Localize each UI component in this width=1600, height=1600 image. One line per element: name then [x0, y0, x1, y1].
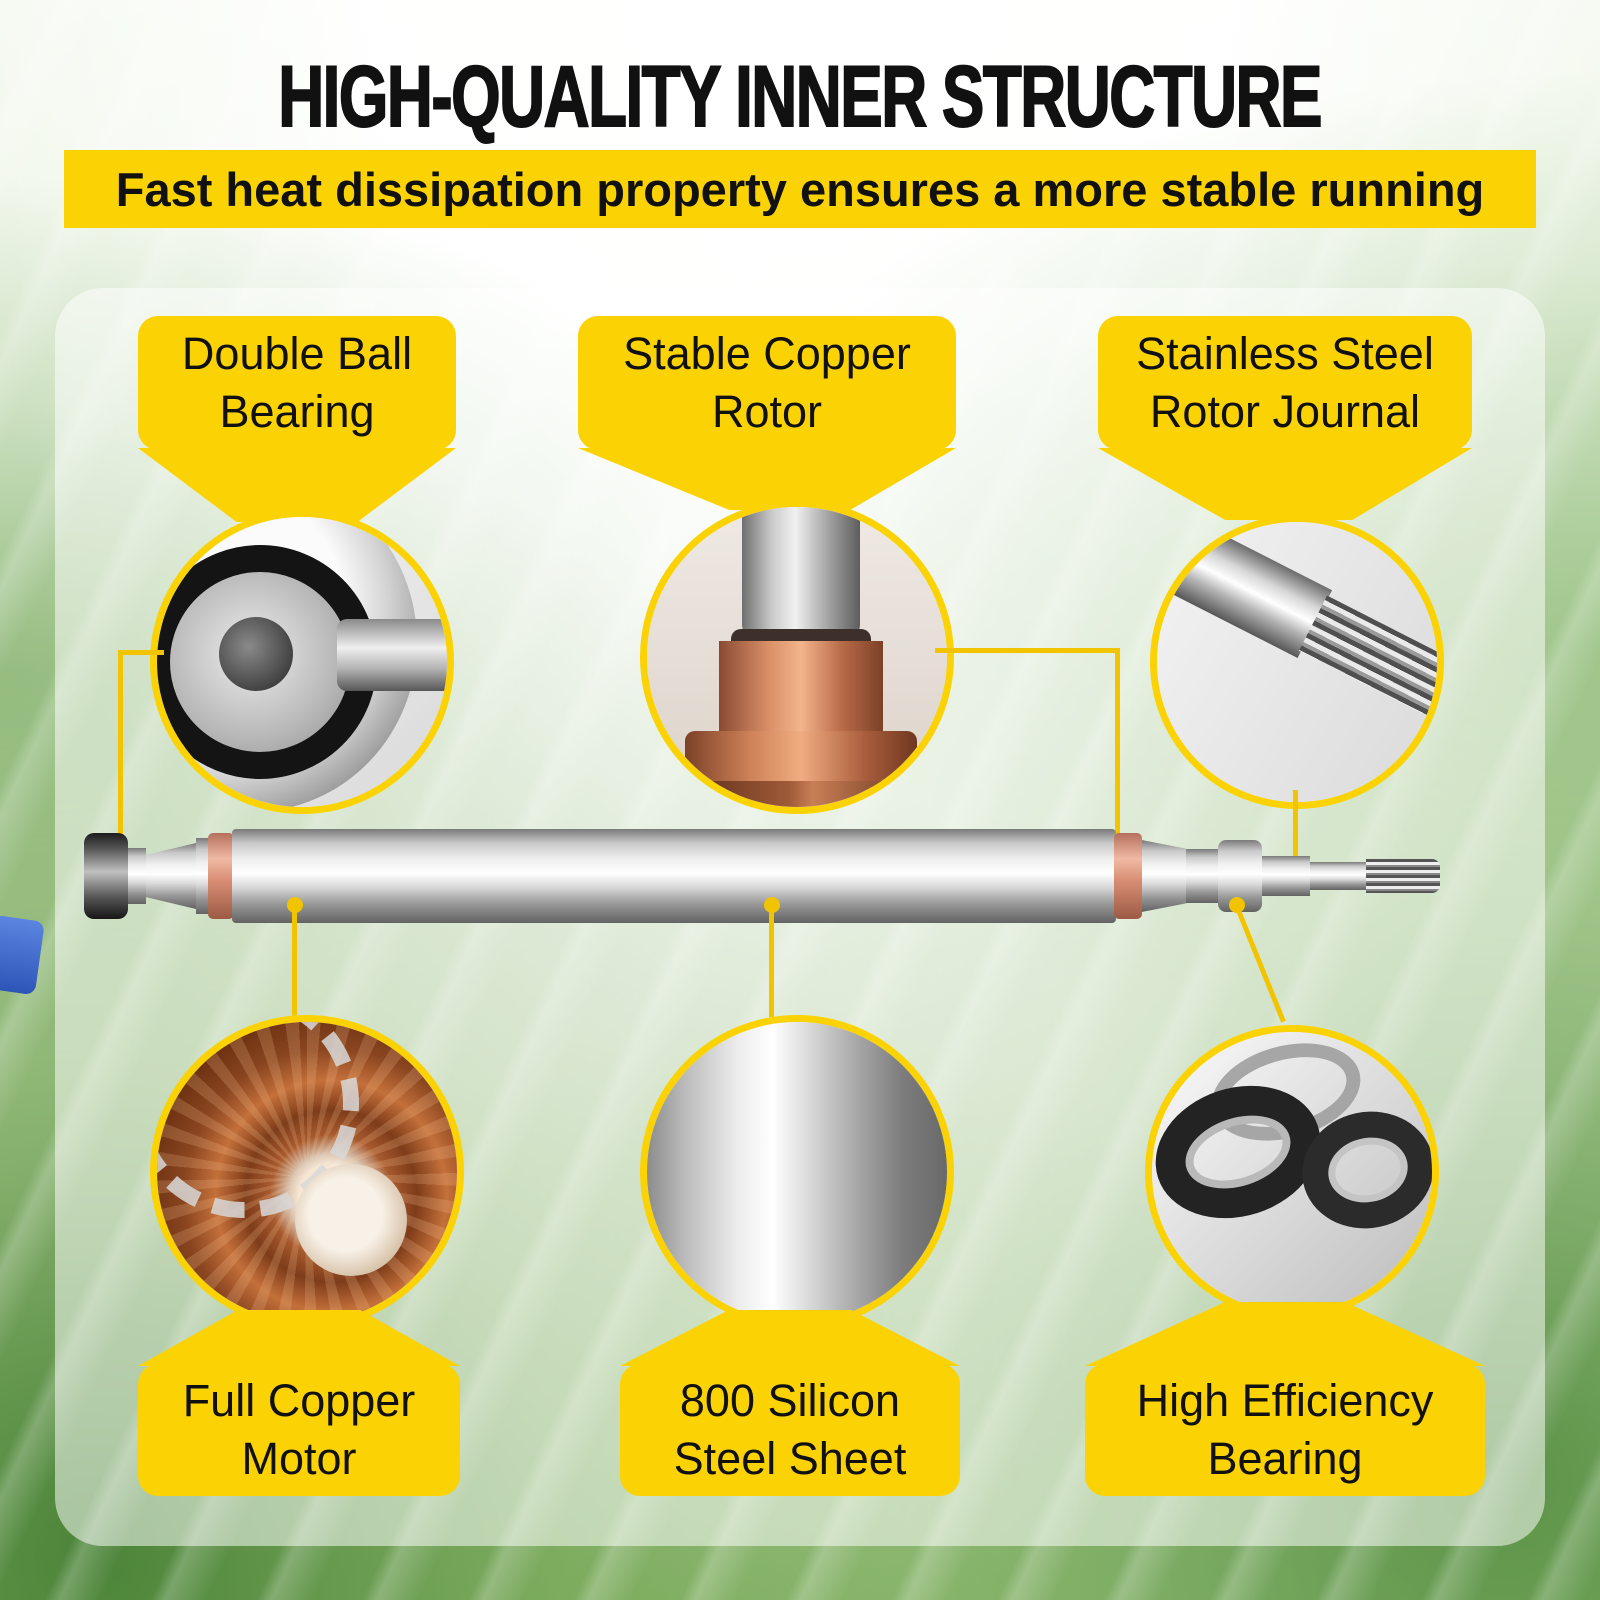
- subtitle-banner: Fast heat dissipation property ensures a…: [64, 150, 1536, 228]
- callout-stable-copper-rotor: Stable Copper Rotor: [578, 316, 956, 450]
- connector-line: [769, 905, 774, 1017]
- page-title: HIGH-QUALITY INNER STRUCTURE: [0, 48, 1600, 147]
- connector-line: [118, 650, 123, 855]
- callout-label-text: Stable Copper Rotor: [623, 328, 911, 437]
- rotor-steel-shaft: [742, 507, 860, 635]
- steel-cylinder-photo: [640, 1015, 954, 1329]
- connector-line: [1293, 790, 1298, 874]
- shaft-right-neck: [1186, 849, 1220, 903]
- connector-line: [1115, 648, 1120, 838]
- ball-bearing-photo: [150, 510, 454, 814]
- copper-winding-photo: [150, 1015, 464, 1329]
- shaft-thinner-section: [1310, 862, 1368, 890]
- shaft-thin-section: [1262, 856, 1310, 896]
- sprinkler-nozzle: [0, 914, 45, 996]
- callout-label-text: 800 Silicon Steel Sheet: [673, 1375, 907, 1484]
- shaft-copper-ring-right: [1114, 833, 1142, 919]
- photo-bg: [647, 1022, 947, 1322]
- copper-rotor-photo: [640, 500, 954, 814]
- shaft-left-cone: [146, 843, 196, 909]
- callout-label-text: Full Copper Motor: [182, 1375, 416, 1484]
- callout-double-ball-bearing: Double Ball Bearing: [138, 316, 456, 450]
- bearing-shaft-stub: [337, 619, 447, 691]
- photo-bg: [1152, 1032, 1432, 1312]
- shaft-right-cone: [1142, 840, 1186, 912]
- bearing-hub: [219, 617, 293, 691]
- bearings-photo: [1145, 1025, 1439, 1319]
- connector-line: [935, 648, 1120, 653]
- callout-label-text: Stainless Steel Rotor Journal: [1136, 328, 1434, 437]
- shaft-copper-ring-left: [208, 833, 234, 919]
- winding-center-hole: [295, 1164, 407, 1276]
- rotor-copper-flange: [685, 731, 917, 787]
- rotor-copper-body: [719, 641, 883, 737]
- callout-silicon-steel-sheet: 800 Silicon Steel Sheet: [620, 1364, 960, 1496]
- connector-line: [292, 905, 297, 1017]
- shaft-main-body: [232, 829, 1116, 923]
- shaft-spline-tip: [1366, 859, 1440, 893]
- callout-stainless-rotor-journal: Stainless Steel Rotor Journal: [1098, 316, 1472, 450]
- page-title-text: HIGH-QUALITY INNER STRUCTURE: [278, 48, 1324, 146]
- connector-line: [118, 650, 164, 655]
- shaft-left-step: [196, 838, 210, 914]
- callout-label-text: High Efficiency Bearing: [1136, 1375, 1434, 1484]
- shaft-left-stub: [128, 848, 146, 904]
- subtitle-text: Fast heat dissipation property ensures a…: [115, 162, 1485, 216]
- callout-label-text: Double Ball Bearing: [181, 328, 413, 437]
- splined-journal-photo: [1150, 515, 1444, 809]
- shaft-left-bearing: [84, 833, 128, 919]
- callout-high-efficiency-bearing: High Efficiency Bearing: [1085, 1364, 1485, 1496]
- rotor-copper-base: [685, 781, 917, 807]
- callout-full-copper-motor: Full Copper Motor: [138, 1364, 460, 1496]
